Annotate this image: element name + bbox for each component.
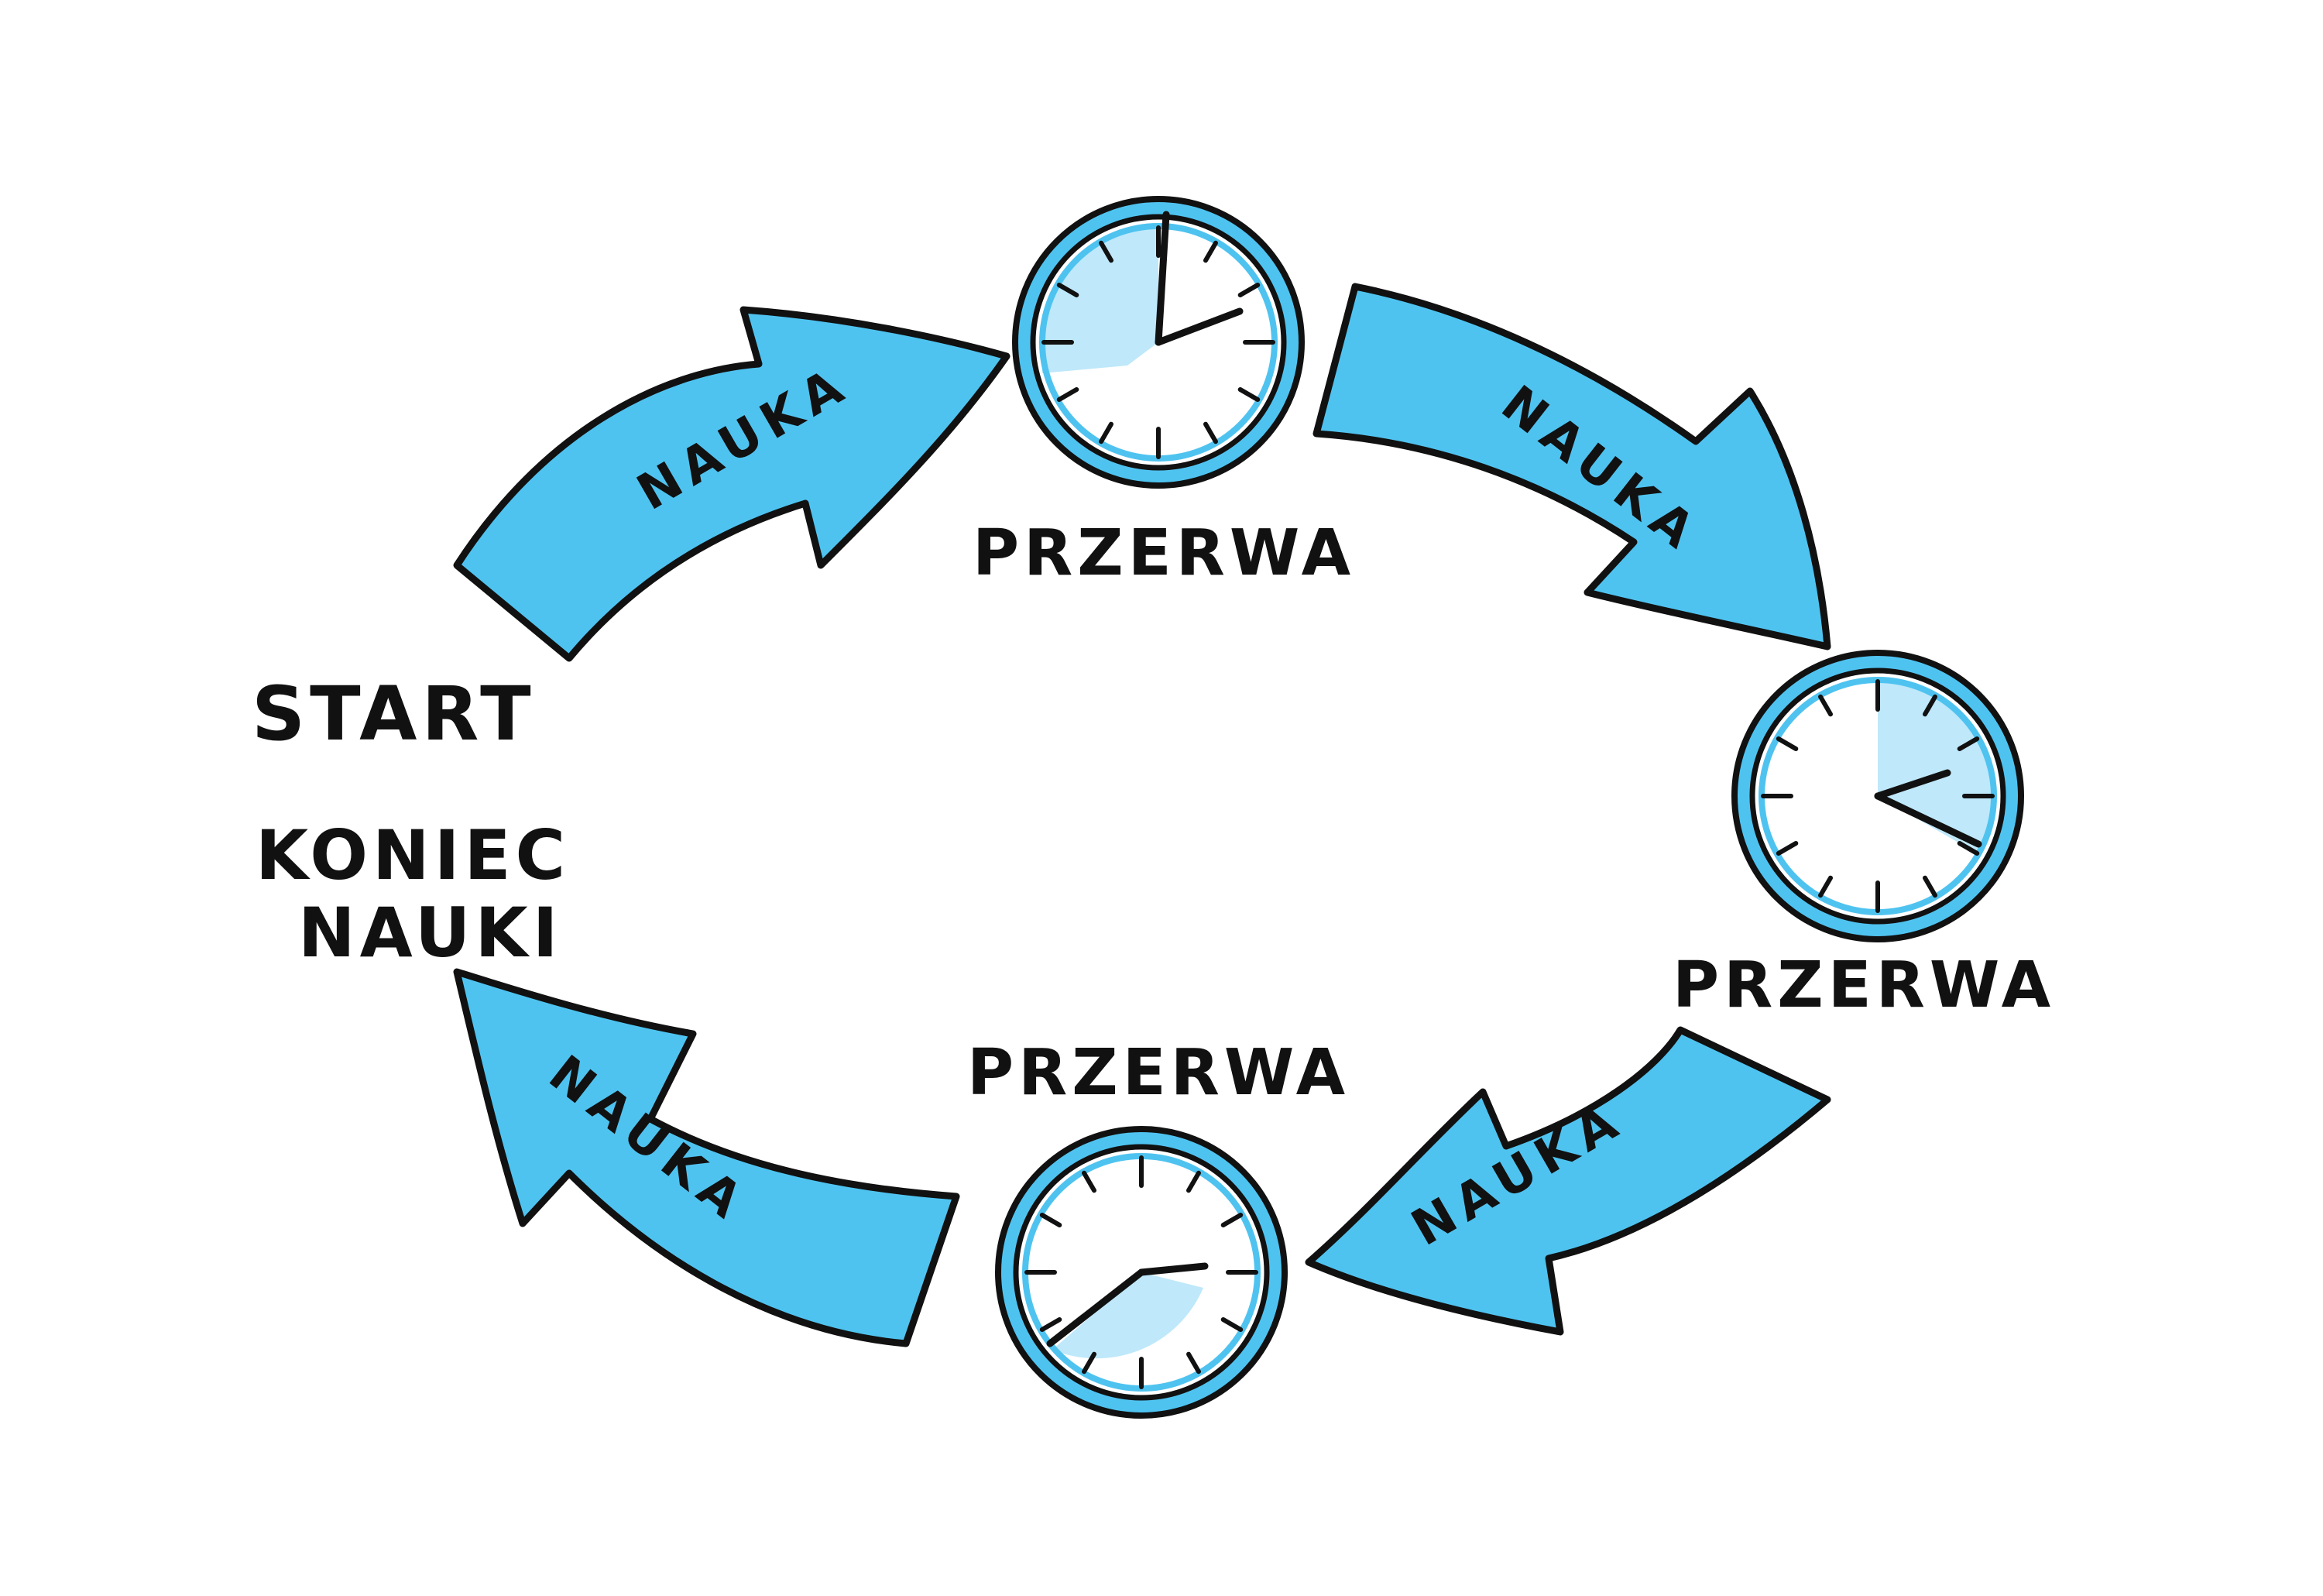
clock-tick [1056,283,1079,297]
clock-right: PRZERWA [1673,650,2055,1022]
break-label-2: PRZERWA [1673,949,2055,1022]
clock-icon [1731,650,2024,942]
clock-tick [1923,875,1937,898]
clock-icon [995,1126,1288,1419]
clock-tick [1039,1213,1062,1227]
clock-tick [1056,387,1079,402]
clock-tick [1099,421,1113,444]
clock-tick [1237,387,1261,402]
clock-tick [1957,736,1980,751]
clock-bottom: PRZERWA [967,1036,1350,1419]
clock-top: PRZERWA [973,196,1355,590]
arrow-study-4: NAUKA [453,968,960,1347]
clock-tick [1220,1317,1244,1332]
clock-tick [1082,1351,1096,1375]
break-label-1: PRZERWA [973,517,1355,590]
clock-tick [1818,875,1833,898]
break-label-3: PRZERWA [967,1036,1350,1110]
clock-tick [1220,1213,1244,1227]
end-label-line2: NAUKI [298,893,562,973]
end-label-line1: KONIEC [256,815,570,895]
clock-tick [1203,240,1218,263]
clock-tick [1099,240,1113,263]
clock-tick [1186,1351,1201,1375]
clock-icon [1012,196,1305,489]
clock-tick [1039,1317,1062,1332]
clock-tick [1776,736,1799,751]
arrow-study-3: NAUKA [1305,1026,1831,1336]
clock-tick [1923,694,1937,717]
clock-tick [1957,841,1980,856]
clock-tick [1203,421,1218,444]
clock-tick [1082,1170,1096,1193]
clock-tick [1237,283,1261,297]
arrow-study-2: NAUKA [1312,283,1831,650]
start-label: START [252,671,536,757]
arrow-study-1: NAUKA [453,306,1011,662]
clock-tick [1186,1170,1201,1193]
clock-tick [1776,841,1799,856]
clock-tick [1818,694,1833,717]
